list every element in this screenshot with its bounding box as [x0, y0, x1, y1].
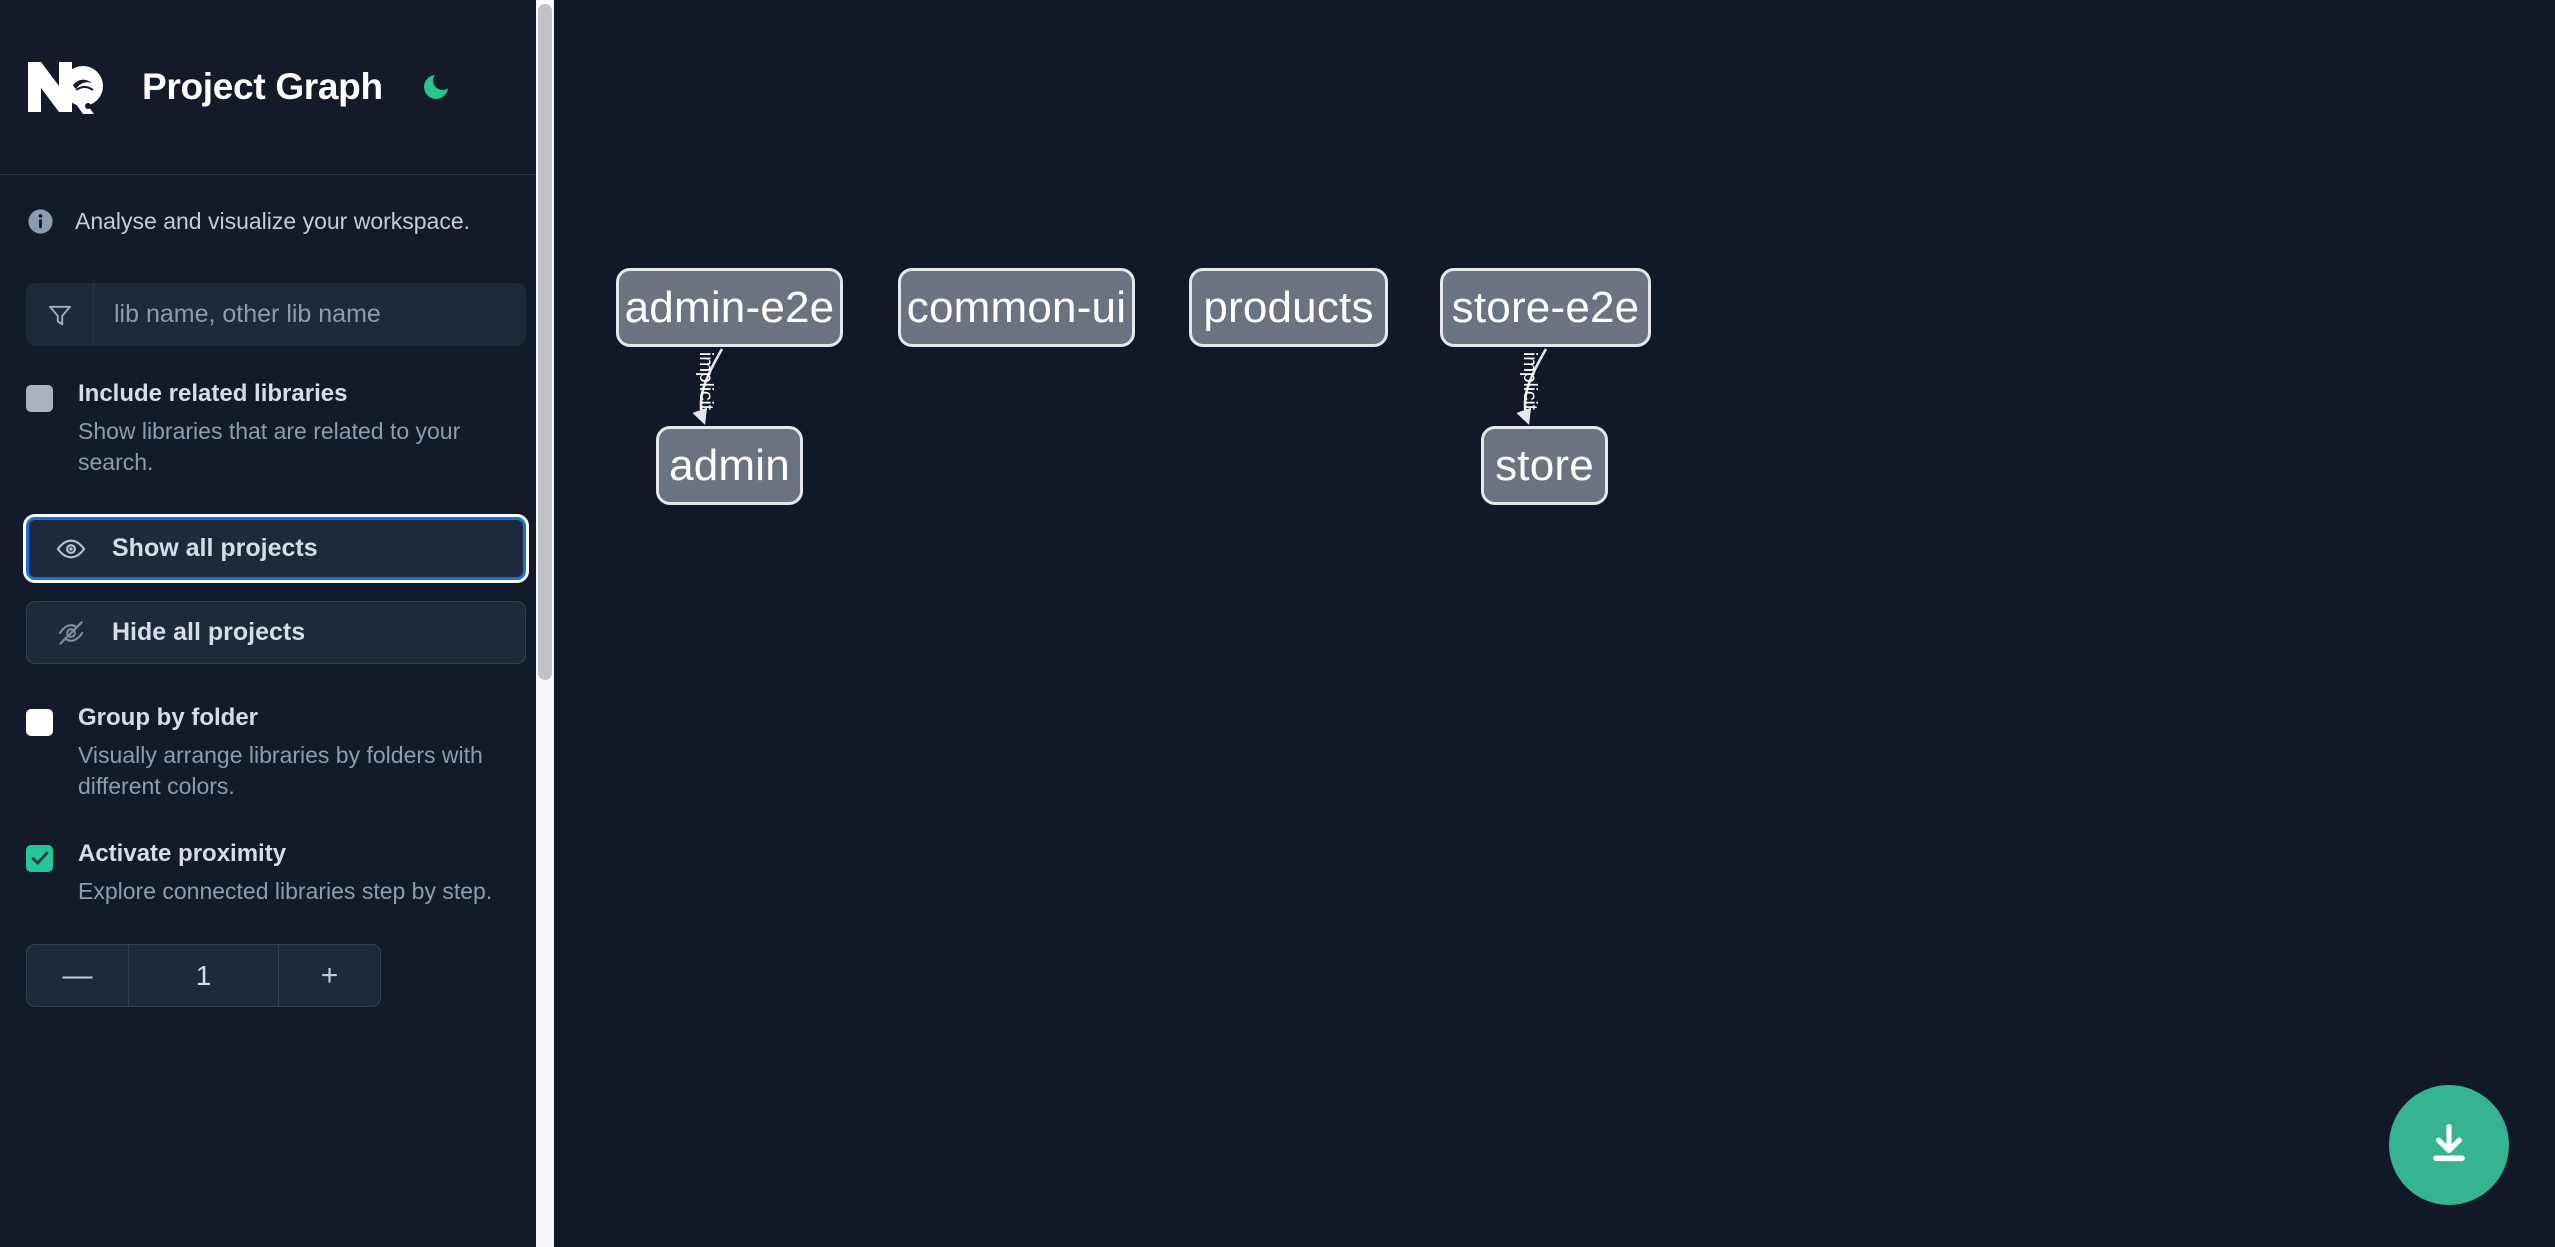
sidebar-subtitle: Analyse and visualize your workspace.	[75, 208, 471, 234]
sidebar-subtitle-row: Analyse and visualize your workspace.	[0, 175, 554, 268]
option-description: Show libraries that are related to your …	[78, 417, 461, 475]
moon-icon[interactable]	[413, 64, 459, 110]
filter-icon	[26, 283, 94, 346]
graph-node-store[interactable]: store	[1481, 426, 1608, 505]
sidebar-scrollbar-thumb[interactable]	[538, 4, 552, 680]
edge-label-implicit: implicit	[1519, 352, 1540, 411]
stepper-increment-button[interactable]: +	[278, 945, 380, 1007]
option-activate-proximity[interactable]: Activate proximity Explore connected lib…	[26, 840, 528, 907]
activate-proximity-checkbox[interactable]	[26, 844, 53, 872]
sidebar-body: Include related libraries Show libraries…	[0, 283, 554, 1008]
visibility-buttons: Show all projects Hide all projects	[26, 517, 528, 665]
graph-node-admin[interactable]: admin	[656, 426, 803, 505]
option-label: Include related libraries	[78, 380, 348, 407]
stepper-decrement-button[interactable]: —	[27, 945, 129, 1007]
edge-label-implicit: implicit	[695, 352, 716, 411]
edge-admin-e2e-admin	[692, 348, 724, 425]
sidebar-scrollbar[interactable]	[536, 0, 554, 1247]
option-include-related-libraries[interactable]: Include related libraries Show libraries…	[26, 380, 528, 477]
proximity-stepper[interactable]: — 1 +	[26, 944, 381, 1008]
graph-node-admin-e2e[interactable]: admin-e2e	[616, 268, 843, 347]
show-all-projects-label: Show all projects	[112, 534, 318, 563]
eye-icon	[54, 532, 88, 566]
option-description: Visually arrange libraries by folders wi…	[78, 742, 483, 800]
option-group-by-folder[interactable]: Group by folder Visually arrange librari…	[26, 704, 528, 801]
show-all-projects-button[interactable]: Show all projects	[26, 517, 526, 581]
search-field[interactable]	[26, 283, 526, 346]
hide-all-projects-label: Hide all projects	[112, 618, 306, 647]
sidebar-header: Project Graph	[0, 0, 554, 175]
page-title: Project Graph	[142, 66, 383, 107]
option-description: Explore connected libraries step by step…	[78, 877, 493, 904]
graph-node-common-ui[interactable]: common-ui	[898, 268, 1135, 347]
graph-canvas[interactable]: implicit implicit admin-e2e common-ui pr…	[554, 0, 2555, 1247]
eye-off-icon	[54, 616, 88, 650]
edge-store-e2e-store	[1516, 348, 1548, 425]
search-input[interactable]	[94, 283, 526, 346]
option-label: Group by folder	[78, 704, 258, 732]
graph-node-store-e2e[interactable]: store-e2e	[1440, 268, 1651, 347]
stepper-value: 1	[195, 959, 212, 991]
download-icon	[2423, 1118, 2475, 1173]
option-label: Activate proximity	[78, 839, 287, 867]
graph-node-products[interactable]: products	[1189, 268, 1388, 347]
include-related-libraries-checkbox[interactable]	[26, 385, 53, 412]
graph-edges: implicit implicit	[692, 348, 1548, 425]
info-icon	[26, 207, 55, 236]
group-by-folder-checkbox[interactable]	[26, 709, 53, 737]
download-graph-button[interactable]	[2389, 1085, 2509, 1205]
hide-all-projects-button[interactable]: Hide all projects	[26, 601, 526, 665]
check-icon	[31, 851, 48, 865]
nx-logo-icon	[26, 56, 114, 118]
sidebar: Project Graph Analyse and visualize your…	[0, 0, 554, 1247]
